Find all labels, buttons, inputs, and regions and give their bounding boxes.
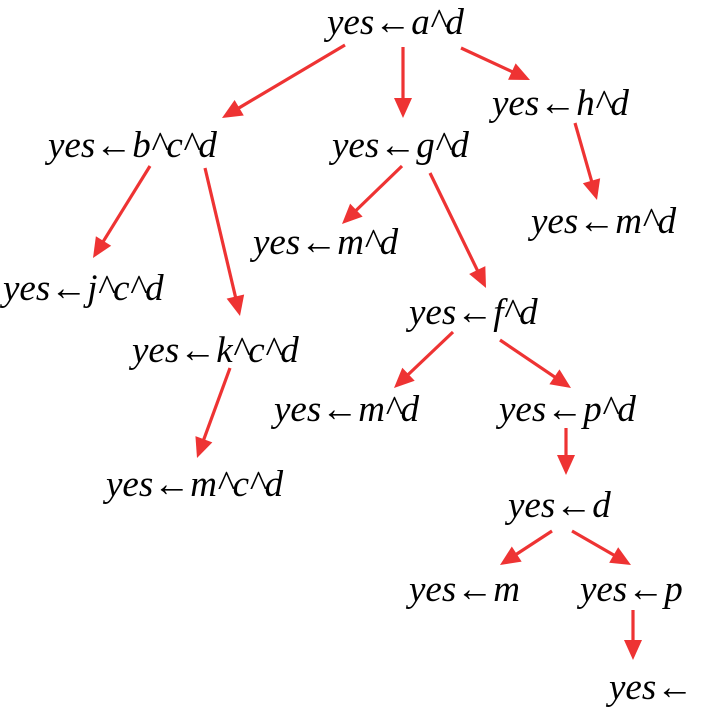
edges <box>93 43 642 660</box>
edge-arrow-f-d-to-m-d-low <box>394 330 455 388</box>
edge-line <box>236 43 346 111</box>
edge-line <box>353 164 404 213</box>
edge-line <box>460 46 515 74</box>
arrowhead-icon <box>549 369 571 388</box>
node-p-d: yes←p^d <box>495 389 636 430</box>
arrowhead-icon <box>508 63 530 80</box>
arrowhead-icon <box>500 546 522 565</box>
edge-line <box>203 167 238 299</box>
node-d: yes←d <box>504 485 611 526</box>
arrowhead-icon <box>195 436 213 458</box>
arrowhead-icon <box>609 547 631 565</box>
arrowhead-icon <box>342 203 363 224</box>
edge-line <box>571 529 617 558</box>
node-g-d: yes←g^d <box>328 125 469 166</box>
arrowhead-icon <box>394 367 415 388</box>
node-m-d-right: yes←m^d <box>527 201 677 242</box>
edge-line <box>405 330 455 377</box>
edge-arrow-b-c-d-to-k-c-d <box>203 167 245 316</box>
arrowhead-icon <box>222 100 244 118</box>
edge-arrow-k-c-d-to-m-c-d <box>195 367 232 458</box>
nodes: yes←a^d yes←b^c^d yes←g^d yes←h^d yes←m^… <box>0 2 693 707</box>
node-f-d: yes←f^d <box>405 292 538 333</box>
node-b-c-d: yes←b^c^d <box>44 125 217 166</box>
edge-arrow-a-d-to-h-d <box>460 46 530 80</box>
node-j-c-d: yes←j^c^d <box>0 268 164 309</box>
edge-line <box>514 529 553 557</box>
node-h-d: yes←h^d <box>488 83 629 124</box>
node-m-c-d: yes←m^c^d <box>102 464 284 505</box>
edge-line <box>573 122 594 184</box>
node-empty: yes← <box>605 667 693 707</box>
node-m-d-low: yes←m^d <box>270 389 420 430</box>
edge-arrow-d-to-p <box>571 529 631 565</box>
node-p: yes←p <box>576 569 683 610</box>
edge-line <box>428 172 480 273</box>
edge-arrow-p-d-to-d <box>557 428 575 475</box>
edge-arrow-g-d-to-m-d-mid <box>342 164 404 224</box>
arrowhead-icon <box>394 98 412 118</box>
edge-arrow-d-to-m <box>500 529 553 565</box>
edge-line <box>101 165 152 244</box>
edge-arrow-f-d-to-p-d <box>499 338 571 388</box>
edge-line <box>201 367 232 442</box>
edge-line <box>499 338 557 380</box>
arrowhead-icon <box>93 236 112 258</box>
node-m: yes←m <box>405 569 520 610</box>
arrowhead-icon <box>226 294 245 316</box>
arrowhead-icon <box>469 266 486 288</box>
arrowhead-icon <box>557 455 575 475</box>
node-a-d: yes←a^d <box>323 2 464 43</box>
node-m-d-mid: yes←m^d <box>249 222 399 263</box>
node-k-c-d: yes←k^c^d <box>128 330 299 371</box>
edge-arrow-a-d-to-g-d <box>394 47 412 118</box>
edge-arrow-a-d-to-b-c-d <box>222 43 346 118</box>
edge-arrow-b-c-d-to-j-c-d <box>93 165 152 258</box>
edge-arrow-p-to-empty <box>624 610 642 660</box>
edge-arrow-h-d-to-m-d-right <box>573 122 601 200</box>
arrowhead-icon <box>582 178 601 200</box>
arrowhead-icon <box>624 640 642 660</box>
edge-arrow-g-d-to-f-d <box>428 172 486 288</box>
